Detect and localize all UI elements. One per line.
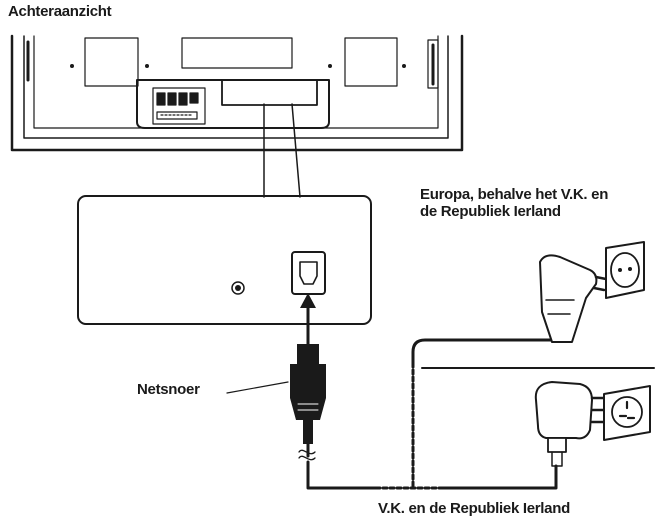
uk-ireland-plug-label: V.K. en de Republiek Ierland	[378, 500, 570, 517]
europe-plug-label: Europa, behalve het V.K. en de Republiek…	[420, 186, 608, 220]
tv-rear-panel	[10, 34, 464, 152]
euro-plug-icon	[539, 254, 608, 343]
av-connector-panel	[152, 87, 206, 125]
europe-plug-label-line2: de Republiek Ierland	[420, 203, 561, 220]
power-inlet-area	[221, 79, 318, 106]
euro-socket-icon	[605, 241, 645, 299]
cord-connector	[290, 344, 326, 444]
insertion-arrow	[300, 293, 316, 346]
enlarged-inlet-box	[77, 195, 372, 325]
europe-plug-label-line1: Europa, behalve het V.K. en	[420, 186, 609, 203]
power-cord-label: Netsnoer	[137, 381, 200, 398]
rear-view-label: Achteraanzicht	[8, 3, 112, 20]
uk-socket-icon	[603, 385, 651, 441]
uk-plug-icon	[534, 381, 606, 467]
